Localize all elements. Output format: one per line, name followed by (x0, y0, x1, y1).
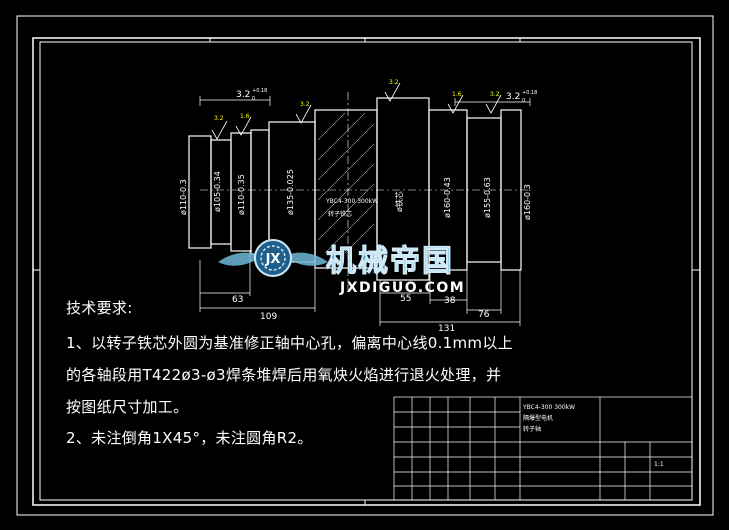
dimension-lines (199, 96, 531, 326)
title-block-title-2: 隔爆型电机 (523, 414, 553, 422)
roughness-c: 3.2 (300, 101, 310, 108)
length-55: 55 (400, 294, 411, 304)
tolerance-right-lower: 0 (522, 98, 525, 104)
length-109: 109 (260, 312, 277, 322)
roughness-d: 3.2 (389, 79, 399, 86)
centerlines (200, 92, 530, 295)
length-76: 76 (478, 310, 490, 320)
title-block-scale: 1:1 (654, 461, 664, 468)
tolerance-right: 3.2 (506, 92, 520, 102)
diameter-4: ø135-0.025 (286, 169, 295, 215)
roughness-symbols (211, 82, 502, 140)
notes-line-2: 的各轴段用T422ø3-ø3焊条堆焊后用氧炔火焰进行退火处理，并 (66, 366, 502, 384)
title-block (393, 396, 693, 501)
shaft-outline (188, 97, 522, 281)
roughness-values: 3.2 1.6 3.2 3.2 1.6 3.2 (214, 79, 500, 122)
diameter-7: ø155-0.63 (483, 177, 492, 218)
length-63: 63 (232, 295, 243, 305)
drawing-frame (16, 15, 714, 516)
diameter-5: ø铁芯 (394, 191, 404, 212)
roughness-e: 1.6 (452, 91, 462, 98)
tolerance-left-lower: 0 (252, 96, 255, 102)
title-block-title-3: 转子轴 (523, 425, 541, 433)
diameter-1: ø110-0.3 (179, 179, 188, 215)
diameter-3: ø110-0.35 (237, 174, 246, 215)
tolerance-right-upper: +0.18 (522, 90, 537, 96)
core-hatch (317, 112, 375, 254)
length-131: 131 (438, 324, 455, 334)
length-38: 38 (444, 296, 456, 306)
notes-line-4: 2、未注倒角1X45°，未注圆角R2。 (66, 429, 313, 447)
diameter-8: ø160-0.3 (523, 184, 532, 220)
roughness-a: 3.2 (214, 115, 224, 122)
tolerance-left: 3.2 (236, 90, 250, 100)
roughness-b: 1.6 (240, 113, 250, 120)
diameter-6: ø160-0.43 (443, 177, 452, 218)
watermark-logo-letters: JX (265, 252, 281, 267)
notes-line-3: 按图纸尺寸加工。 (66, 398, 189, 416)
watermark-title: 机械帝国 (326, 244, 454, 279)
watermark-logo: JX (218, 239, 328, 277)
tolerance-left-upper: +0.18 (252, 88, 267, 94)
diameter-2: ø105-0.34 (213, 171, 222, 212)
notes-heading: 技术要求: (66, 299, 133, 317)
watermark: JX 机械帝国 JXDIGUO.COM (218, 239, 465, 296)
title-block-title-1: YBC4-300 300kW (522, 404, 575, 411)
notes-line-1: 1、以转子铁芯外圆为基准修正轴中心孔，偏离中心线0.1mm以上 (66, 334, 513, 352)
core-sublabel: 转子铁芯 (328, 210, 352, 218)
core-label: YBC4-300 300kW (325, 198, 378, 205)
title-block-text: YBC4-300 300kW 隔爆型电机 转子轴 1:1 (522, 404, 664, 468)
watermark-url: JXDIGUO.COM (339, 280, 465, 296)
roughness-f: 3.2 (490, 91, 500, 98)
dimension-texts: 3.2 +0.18 0 3.2 +0.18 0 ø110-0.3 ø105-0.… (179, 88, 537, 334)
